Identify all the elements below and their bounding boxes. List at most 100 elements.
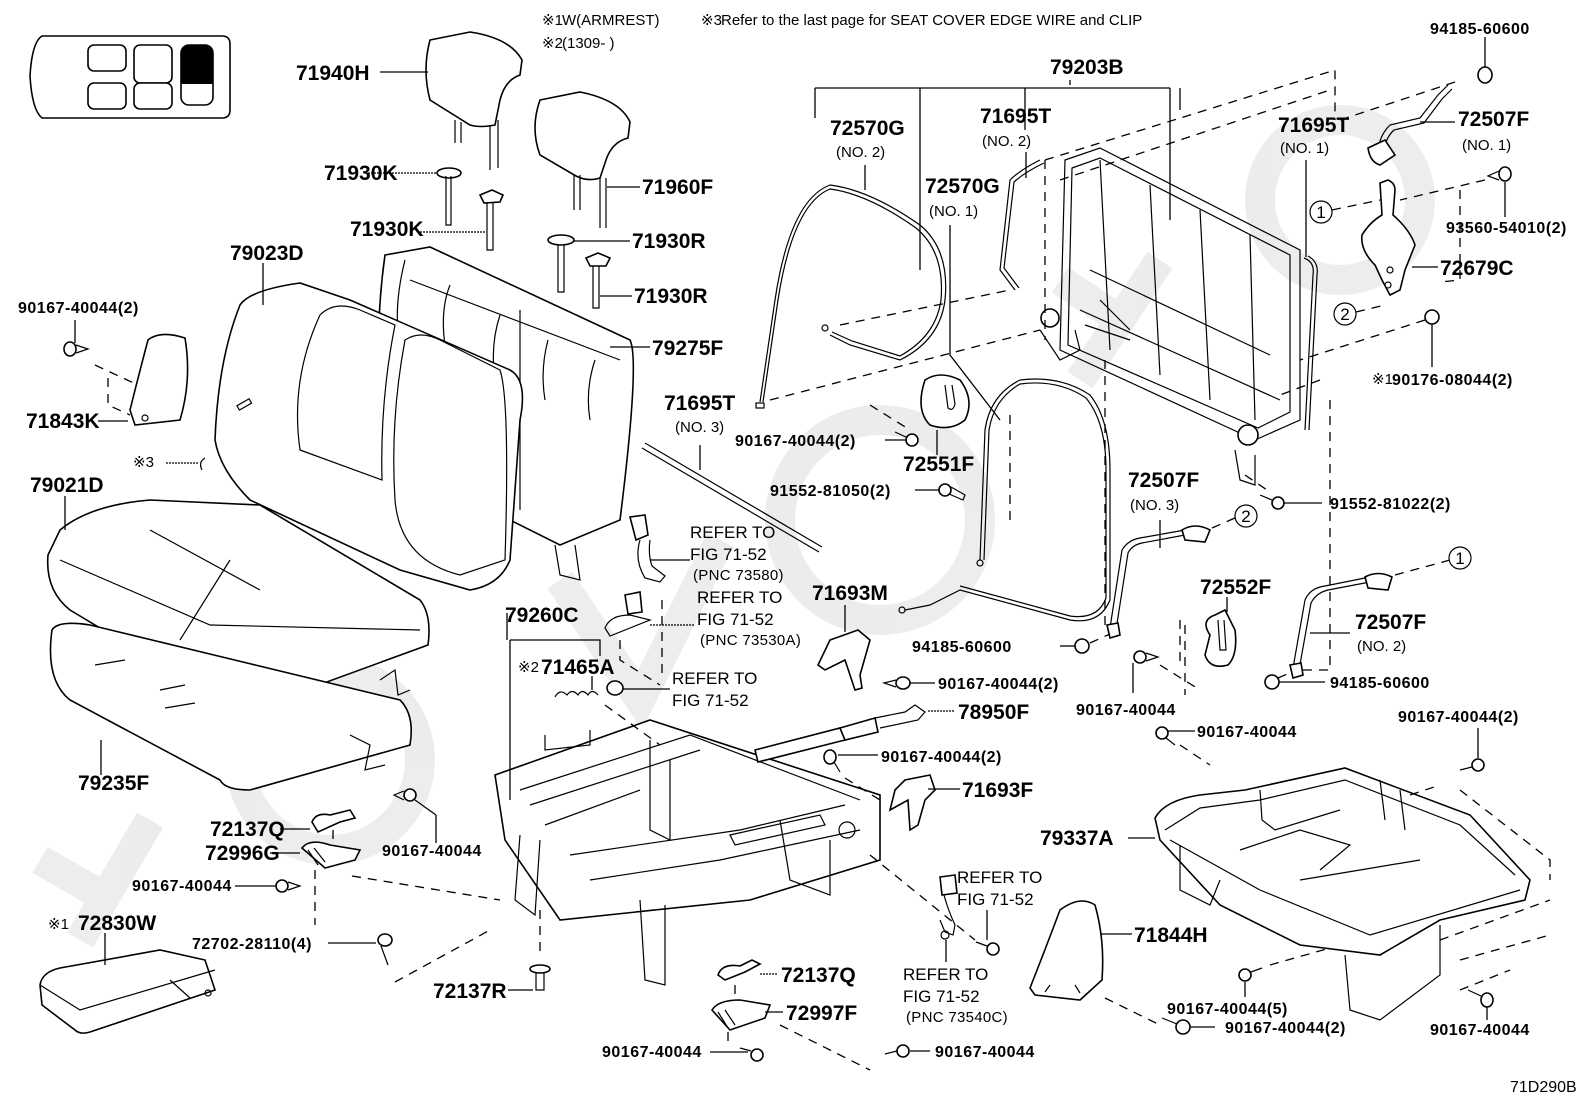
- label-79021D: 79021D: [30, 474, 104, 497]
- seat-icon-cell: [87, 44, 127, 72]
- screw-90167-40044-l1: [392, 788, 417, 802]
- ref-3-line1: REFER TO: [672, 669, 757, 688]
- ref-1-line1: REFER TO: [690, 523, 775, 542]
- screw-90167-40044-l2: [275, 879, 302, 893]
- buckle-73530A: [604, 591, 652, 637]
- callout-1-bracket-text: 1: [1316, 203, 1325, 222]
- figure-id: 71D290B: [1510, 1079, 1577, 1096]
- seat-frame-79260C: [494, 719, 881, 986]
- label-90167-40044-m1: 90167-40044: [1076, 702, 1176, 719]
- seatback-frame: [1039, 147, 1301, 486]
- rod-71695T-no3: [641, 442, 823, 553]
- callout-1-bracket: [1309, 200, 1333, 224]
- ref-5-line3: (PNC 73540C): [906, 1009, 1008, 1026]
- label-94185-60600-top: 94185-60600: [1430, 21, 1530, 38]
- ref-3-line2: FIG 71-52: [672, 691, 749, 710]
- label-72137Q-left: 72137Q: [210, 818, 285, 841]
- label-72137R: 72137R: [433, 980, 507, 1003]
- cover-72137Q-left: [311, 809, 357, 834]
- label-90167-40044-m2: 90167-40044: [1197, 724, 1297, 741]
- note-1-armrest: ※1: [48, 916, 69, 933]
- label-72507F-no2: 72507F: [1355, 611, 1426, 634]
- rod-71695T-no1: [1303, 255, 1318, 431]
- label-90167-40044-b2: 90167-40044: [935, 1044, 1035, 1061]
- label-72552F: 72552F: [1200, 576, 1271, 599]
- screw-90167-40044-b1: [739, 1047, 764, 1062]
- callout-2-anchor-text: 2: [1241, 507, 1250, 526]
- label-78950F: 78950F: [958, 701, 1029, 724]
- seat-icon-cell: [87, 82, 127, 110]
- note-2-ref: ※2: [518, 659, 539, 676]
- label-72997F: 72997F: [786, 1002, 857, 1025]
- screw-90167-40044-2-r: [1459, 758, 1485, 772]
- rod-71695T-no2: [999, 159, 1045, 291]
- screw-90167-40044-2-b: [1161, 1017, 1191, 1035]
- label-71960F: 71960F: [642, 176, 713, 199]
- label-71930R-a: 71930R: [632, 230, 706, 253]
- seatback-79023D: [214, 282, 524, 591]
- label-72507F-no1-sub: (NO. 1): [1462, 137, 1511, 154]
- label-94185-60600-mid: 94185-60600: [912, 639, 1012, 656]
- cover-71844H: [1029, 900, 1104, 1001]
- label-90167-40044-2-b: 90167-40044(2): [1225, 1020, 1346, 1037]
- label-90167-40044-2-mid: 90167-40044(2): [735, 433, 856, 450]
- label-72507F-no1: 72507F: [1458, 108, 1529, 131]
- cover-71693M: [816, 629, 871, 691]
- cover-72137Q-center: [717, 959, 762, 981]
- headrest-guide-71930R-a: [547, 234, 575, 293]
- headrest-guide-71930R-b: [584, 252, 612, 309]
- seat-icon-cell: [133, 82, 173, 110]
- armrest-72830W: [39, 949, 217, 1034]
- clip-icon: [199, 457, 206, 471]
- note-1-marker: ※1: [542, 12, 563, 29]
- cable-72570G-no1: [898, 378, 1111, 622]
- callout-2-anchor: [1234, 504, 1258, 528]
- screw-90167-40044-c1: [881, 676, 911, 690]
- bolt-91552-81022: [1259, 494, 1285, 510]
- anchor-72507F-no2: [1289, 572, 1393, 680]
- label-72507F-no3-sub: (NO. 3): [1130, 497, 1179, 514]
- anchor-72507F-no1: [1367, 84, 1453, 166]
- label-90167-40044-2-c1: 90167-40044(2): [938, 676, 1059, 693]
- ref-5-line2: FIG 71-52: [903, 987, 980, 1006]
- label-71843K: 71843K: [26, 410, 100, 433]
- bracket-72996G: [300, 841, 362, 869]
- label-71695T-no1: 71695T: [1278, 114, 1349, 137]
- label-79235F: 79235F: [78, 772, 149, 795]
- note-2-text: (1309- ): [562, 35, 615, 52]
- label-72679C: 72679C: [1440, 257, 1514, 280]
- label-71844H: 71844H: [1134, 924, 1208, 947]
- label-71695T-no2: 71695T: [980, 105, 1051, 128]
- ref-1-line3: (PNC 73580): [693, 567, 784, 584]
- label-93560-54010: 93560-54010(2): [1446, 220, 1567, 237]
- buckle-73580: [628, 514, 666, 583]
- bracket-72679C: [1360, 179, 1416, 297]
- bracket-72997F: [711, 999, 772, 1031]
- label-71930K-a: 71930K: [324, 162, 398, 185]
- seat-cushion-cover-79021D: [46, 499, 430, 712]
- cable-72570G-no2: [755, 184, 947, 409]
- label-72996G: 72996G: [205, 842, 280, 865]
- ref-4-line2: FIG 71-52: [957, 890, 1034, 909]
- callout-2-bracket-text: 2: [1340, 305, 1349, 324]
- spring-71465A: [554, 690, 599, 698]
- label-79260C: 79260C: [505, 604, 579, 627]
- seat-cushion-pad-79235F: [49, 622, 413, 791]
- bolt-93560-54010: [1486, 166, 1512, 182]
- clip-90176-08044: [1424, 309, 1440, 325]
- label-90167-40044-2-c2: 90167-40044(2): [881, 749, 1002, 766]
- label-72570G-no1-sub: (NO. 1): [929, 203, 978, 220]
- ref-4-line1: REFER TO: [957, 868, 1042, 887]
- headrest-guide-71930K-b: [478, 189, 505, 251]
- label-72570G-no2-sub: (NO. 2): [836, 144, 885, 161]
- note-3-text: Refer to the last page for SEAT COVER ED…: [721, 12, 1142, 29]
- label-79023D: 79023D: [230, 242, 304, 265]
- callout-1-anchor: [1448, 546, 1472, 570]
- bolt-72702-28110: [377, 933, 393, 966]
- label-79203B: 79203B: [1050, 56, 1124, 79]
- label-72507F-no3: 72507F: [1128, 469, 1199, 492]
- label-71930R-b: 71930R: [634, 285, 708, 308]
- label-79337A: 79337A: [1040, 827, 1114, 850]
- label-79275F: 79275F: [652, 337, 723, 360]
- nut-94185-60600-r: [1264, 674, 1280, 690]
